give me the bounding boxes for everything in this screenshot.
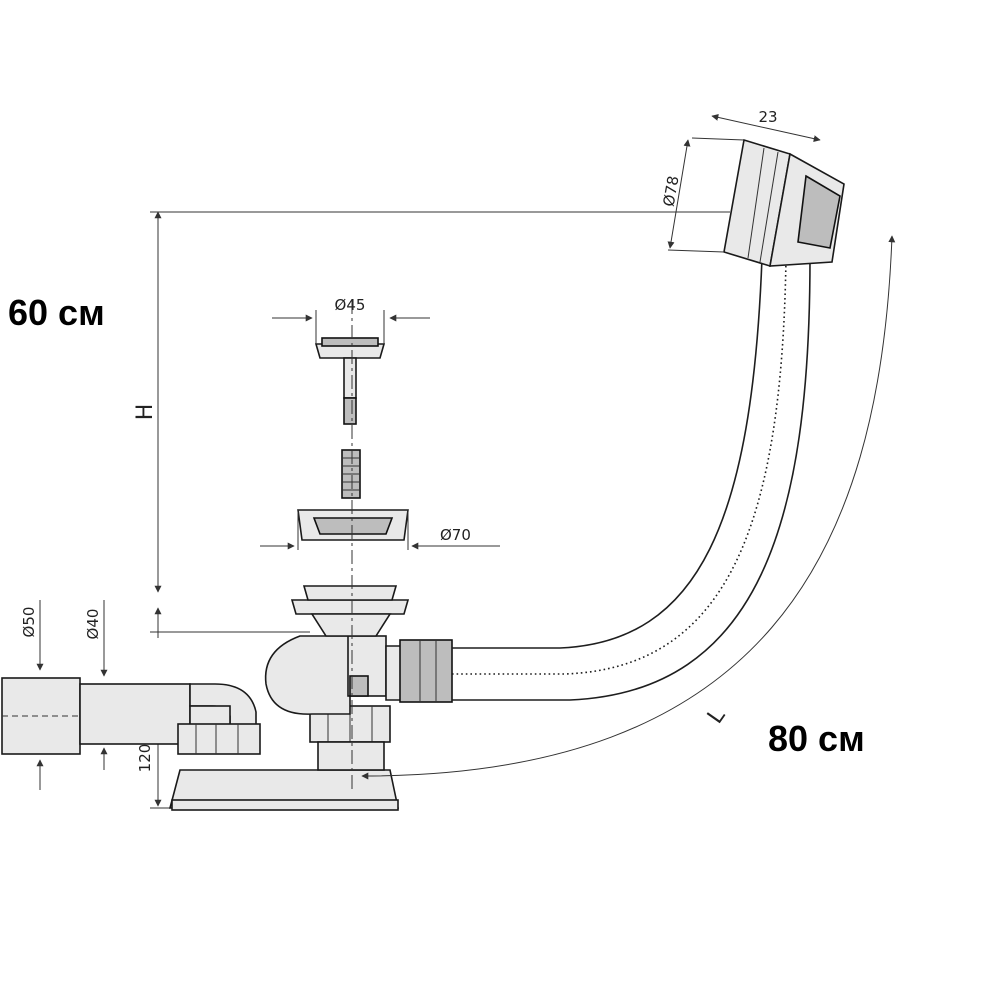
plug-diameter-label: Ø45 — [335, 296, 366, 314]
outlet-outer-diameter-label: Ø50 — [20, 607, 38, 638]
drain-flange — [290, 585, 410, 637]
trap-height-label: 120 — [136, 744, 154, 773]
plug: Ø45 — [272, 296, 430, 425]
drain-strainer: Ø70 — [260, 509, 500, 550]
outlet-diameter-dimensions: Ø50 Ø40 — [20, 600, 108, 790]
drain-body — [264, 635, 453, 715]
flexible-hose — [452, 257, 811, 701]
drain-diameter-label: Ø70 — [440, 526, 471, 544]
height-dimension: H — [133, 211, 730, 638]
overflow: Ø78 23 — [660, 108, 845, 268]
length-value-label: 80 см — [768, 718, 865, 759]
overflow-diameter-label: Ø78 — [660, 174, 683, 208]
height-symbol: H — [133, 404, 158, 421]
overflow-width-label: 23 — [758, 108, 777, 126]
spring — [341, 449, 361, 499]
height-value-label: 60 см — [8, 292, 105, 333]
outlet-inner-diameter-label: Ø40 — [84, 609, 102, 640]
length-symbol: L — [703, 703, 731, 728]
